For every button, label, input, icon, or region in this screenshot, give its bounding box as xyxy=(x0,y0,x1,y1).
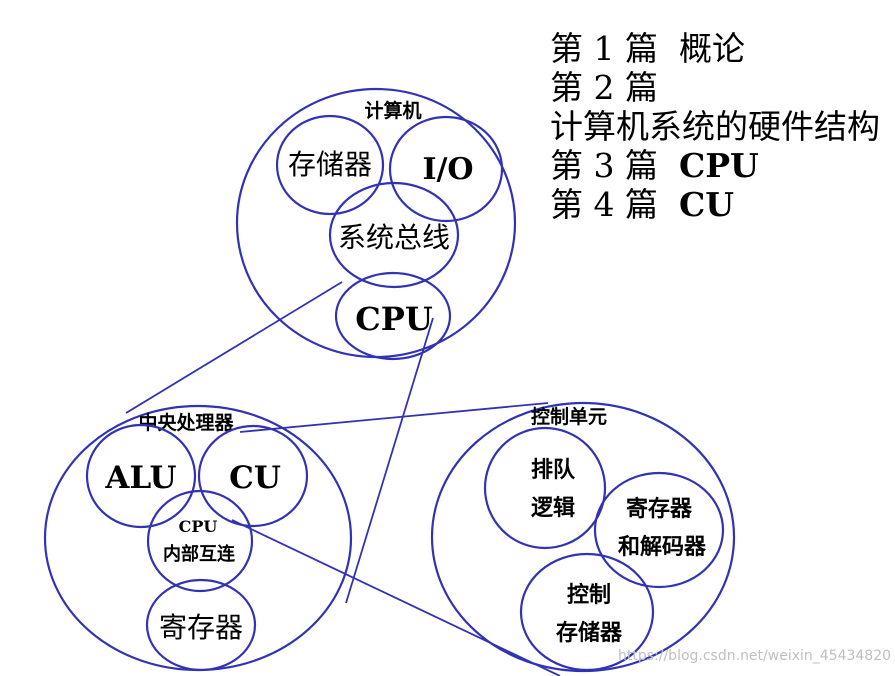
watermark-url: https://blog.csdn.net/weixin_45434820 xyxy=(618,648,892,664)
interconnect-circle xyxy=(146,489,254,593)
control-unit-group: 控制单元 排队 逻辑 寄存器 和解码器 控制 存储器 xyxy=(430,401,736,673)
register-circle xyxy=(145,578,257,672)
interconnect-label-line2: 内部互连 xyxy=(163,543,236,565)
register-decoder-line1: 寄存器 xyxy=(626,496,693,522)
connector-cu-bottom xyxy=(231,519,561,676)
outline-2-prefix: 第 2 篇 xyxy=(550,67,658,107)
chapter-outline: 第 1 篇 概论 第 2 篇 计算机系统的硬件结构 第 3 篇 CPU 第 4 … xyxy=(550,29,880,225)
outline-row-2: 第 2 篇 xyxy=(550,67,880,108)
computer-group: 计算机 存储器 I/O 系统总线 CPU xyxy=(235,87,517,361)
outline-row-2-title: 计算机系统的硬件结构 xyxy=(550,106,880,147)
outline-4-prefix: 第 4 篇 xyxy=(550,184,658,224)
cpu-circle xyxy=(334,271,452,361)
io-label: I/O xyxy=(422,152,473,187)
queue-logic-line1: 排队 xyxy=(531,457,576,483)
connector-cu-top xyxy=(239,402,549,433)
system-bus-circle xyxy=(328,181,460,289)
queue-logic-line2: 逻辑 xyxy=(531,495,575,521)
outline-row-3: 第 3 篇 CPU xyxy=(550,145,880,186)
alu-label: ALU xyxy=(104,460,176,496)
control-memory-circle xyxy=(519,552,655,672)
connector-cpu-right xyxy=(345,317,434,604)
outline-4-title: CU xyxy=(678,184,735,224)
outline-row-1: 第 1 篇 概论 xyxy=(550,29,880,69)
memory-circle xyxy=(275,114,385,216)
memory-label: 存储器 xyxy=(288,148,372,181)
cpu-detail-group: 中央处理器 ALU CU CPU 内部互连 寄存器 xyxy=(43,404,353,672)
outline-1-prefix: 第 1 篇 xyxy=(550,29,658,68)
outline-row-4: 第 4 篇 CU xyxy=(550,184,880,225)
queue-logic-circle xyxy=(483,426,607,550)
register-decoder-line2: 和解码器 xyxy=(618,534,707,560)
central-processor-title: 中央处理器 xyxy=(138,411,234,434)
control-memory-line1: 控制 xyxy=(567,582,611,608)
cu-circle xyxy=(197,424,309,528)
register-label: 寄存器 xyxy=(159,611,243,644)
control-memory-line2: 存储器 xyxy=(556,620,623,646)
control-unit-title: 控制单元 xyxy=(531,405,607,428)
register-decoder-circle xyxy=(593,471,725,589)
system-bus-label: 系统总线 xyxy=(338,221,450,254)
cu-label: CU xyxy=(229,460,281,496)
io-circle xyxy=(388,115,504,223)
outline-1-title: 概论 xyxy=(678,29,745,68)
interconnect-label-line1: CPU xyxy=(179,517,218,536)
alu-circle xyxy=(85,423,197,529)
computer-title: 计算机 xyxy=(364,99,421,122)
outline-2-title: 计算机系统的硬件结构 xyxy=(550,106,880,146)
outline-3-title: CPU xyxy=(678,145,759,185)
outline-3-prefix: 第 3 篇 xyxy=(550,145,658,185)
connector-cpu-left xyxy=(125,281,343,414)
cpu-label: CPU xyxy=(355,300,433,338)
